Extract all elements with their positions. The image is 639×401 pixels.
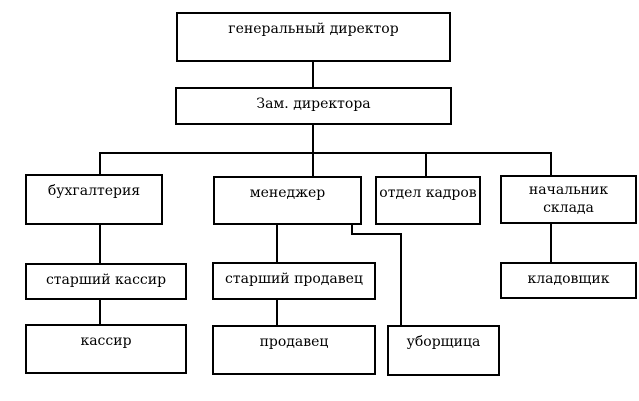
- node-cleaner: уборщица: [387, 325, 500, 376]
- connector-elbow-to-cleaner: [400, 233, 402, 325]
- node-senior-seller: старший продавец: [212, 262, 376, 300]
- node-general-director: генеральный директор: [176, 12, 451, 62]
- node-manager: менеджер: [213, 176, 362, 225]
- node-seller: продавец: [212, 325, 376, 375]
- connector-deputy-to-bus-and-manager: [312, 125, 314, 176]
- connector-general-to-deputy: [312, 62, 314, 87]
- node-warehouse-chief: начальник склада: [500, 175, 637, 224]
- connector-senior-cashier-to-cashier: [99, 300, 101, 324]
- connector-warehouse-chief-to-storekeeper: [550, 224, 552, 262]
- connector-senior-seller-to-seller: [276, 300, 278, 325]
- connector-manager-to-cleaner-elbow: [351, 233, 402, 235]
- node-deputy-director: Зам. директора: [175, 87, 452, 125]
- node-hr-department: отдел кадров: [375, 176, 481, 225]
- connector-accounting-to-senior-cashier: [99, 225, 101, 263]
- node-cashier: кассир: [25, 324, 187, 374]
- connector-bus-to-warehouse-chief: [550, 152, 552, 175]
- node-storekeeper: кладовщик: [500, 262, 637, 299]
- node-senior-cashier: старший кассир: [25, 263, 187, 300]
- connector-bus-to-hr: [425, 152, 427, 176]
- connector-manager-to-senior-seller: [276, 225, 278, 262]
- connector-bus-to-accounting: [99, 152, 101, 174]
- connector-bus-row3: [99, 152, 552, 154]
- connector-manager-to-cleaner-drop: [351, 225, 353, 235]
- node-accounting: бухгалтерия: [25, 174, 163, 225]
